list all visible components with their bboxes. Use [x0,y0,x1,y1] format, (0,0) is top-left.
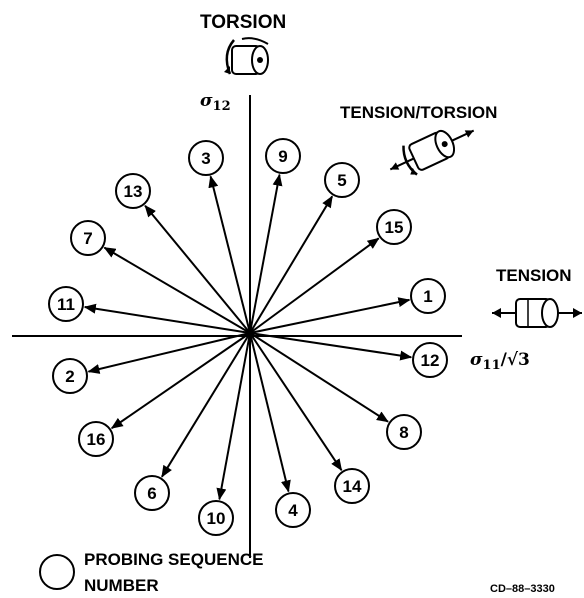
probe-circle-14: 14 [334,468,370,504]
tension-specimen-icon [492,298,582,328]
probe-circle-outline [52,358,88,394]
legend-line1: PROBING SEQUENCE [84,550,263,569]
figure-code: CD–88–3330 [490,583,555,595]
probe-arrow-7 [103,246,251,334]
probe-arrow-13 [144,204,251,334]
probe-circle-3: 3 [188,140,224,176]
probe-circle-12: 12 [412,342,448,378]
probe-circle-2: 2 [52,358,88,394]
probe-circle-outline [275,492,311,528]
probe-arrow-16 [110,332,251,430]
probe-circle-11: 11 [48,286,84,322]
legend-line2: NUMBER [84,576,159,595]
probe-circle-10: 10 [198,500,234,536]
probe-arrow-15 [249,237,380,334]
probe-arrow-10 [216,332,251,501]
probe-circle-8: 8 [386,414,422,450]
probe-arrow-2 [87,332,251,374]
probe-arrow-8 [249,332,389,423]
probe-circle-4: 4 [275,492,311,528]
torsion-label: TORSION [200,12,286,33]
probe-circle-outline [134,475,170,511]
probe-number: 7 [83,229,92,248]
probe-number: 2 [65,367,74,386]
probe-circle-outline [48,286,84,322]
probe-circle-6: 6 [134,475,170,511]
probe-circle-outline [265,138,301,174]
probe-number: 8 [399,423,408,442]
probe-arrow-14 [249,332,343,472]
probe-number: 4 [288,501,298,520]
tension-torsion-label: TENSION/TORSION [340,103,497,122]
probe-number: 3 [201,149,210,168]
probe-circle-outline [78,421,114,457]
probe-number: 15 [385,218,404,237]
probe-arrow-1 [249,297,411,334]
probe-number: 6 [147,484,156,503]
probe-number: 1 [423,287,432,306]
probe-arrow-12 [249,332,413,361]
probe-rays [83,173,413,501]
probe-arrow-6 [161,332,251,478]
probe-circle-16: 16 [78,421,114,457]
probe-arrow-11 [83,303,251,334]
probe-circle-13: 13 [115,173,151,209]
probe-number: 16 [87,430,106,449]
sigma11-label: σ11/√3 [470,350,530,373]
probe-circle-9: 9 [265,138,301,174]
probe-circle-outline [70,220,106,256]
probe-number: 14 [343,477,362,496]
sigma12-label: σ12 [200,91,231,114]
torsion-specimen-icon [224,37,269,75]
probe-circle-outline [198,500,234,536]
probe-number: 5 [337,171,346,190]
probe-number: 13 [124,182,143,201]
probe-circle-outline [376,209,412,245]
probe-arrow-5 [249,195,334,334]
probe-circle-outline [410,278,446,314]
tension-torsion-specimen-icon [389,129,475,176]
probe-circle-outline [386,414,422,450]
probe-circle-outline [115,173,151,209]
probe-circle-5: 5 [324,162,360,198]
probe-circle-outline [188,140,224,176]
probe-circle-7: 7 [70,220,106,256]
probe-circle-1: 1 [410,278,446,314]
probe-circle-15: 15 [376,209,412,245]
legend-circle-icon [39,554,75,590]
probe-circle-outline [412,342,448,378]
probe-number: 11 [57,295,75,314]
probe-number: 9 [278,147,287,166]
probe-arrow-9 [249,173,283,334]
probe-arrow-4 [249,332,291,493]
probe-number: 10 [207,509,226,528]
tension-label: TENSION [496,266,572,285]
probe-number: 12 [421,351,440,370]
probe-arrow-3 [208,175,251,334]
probe-circle-outline [334,468,370,504]
probe-circle-outline [324,162,360,198]
